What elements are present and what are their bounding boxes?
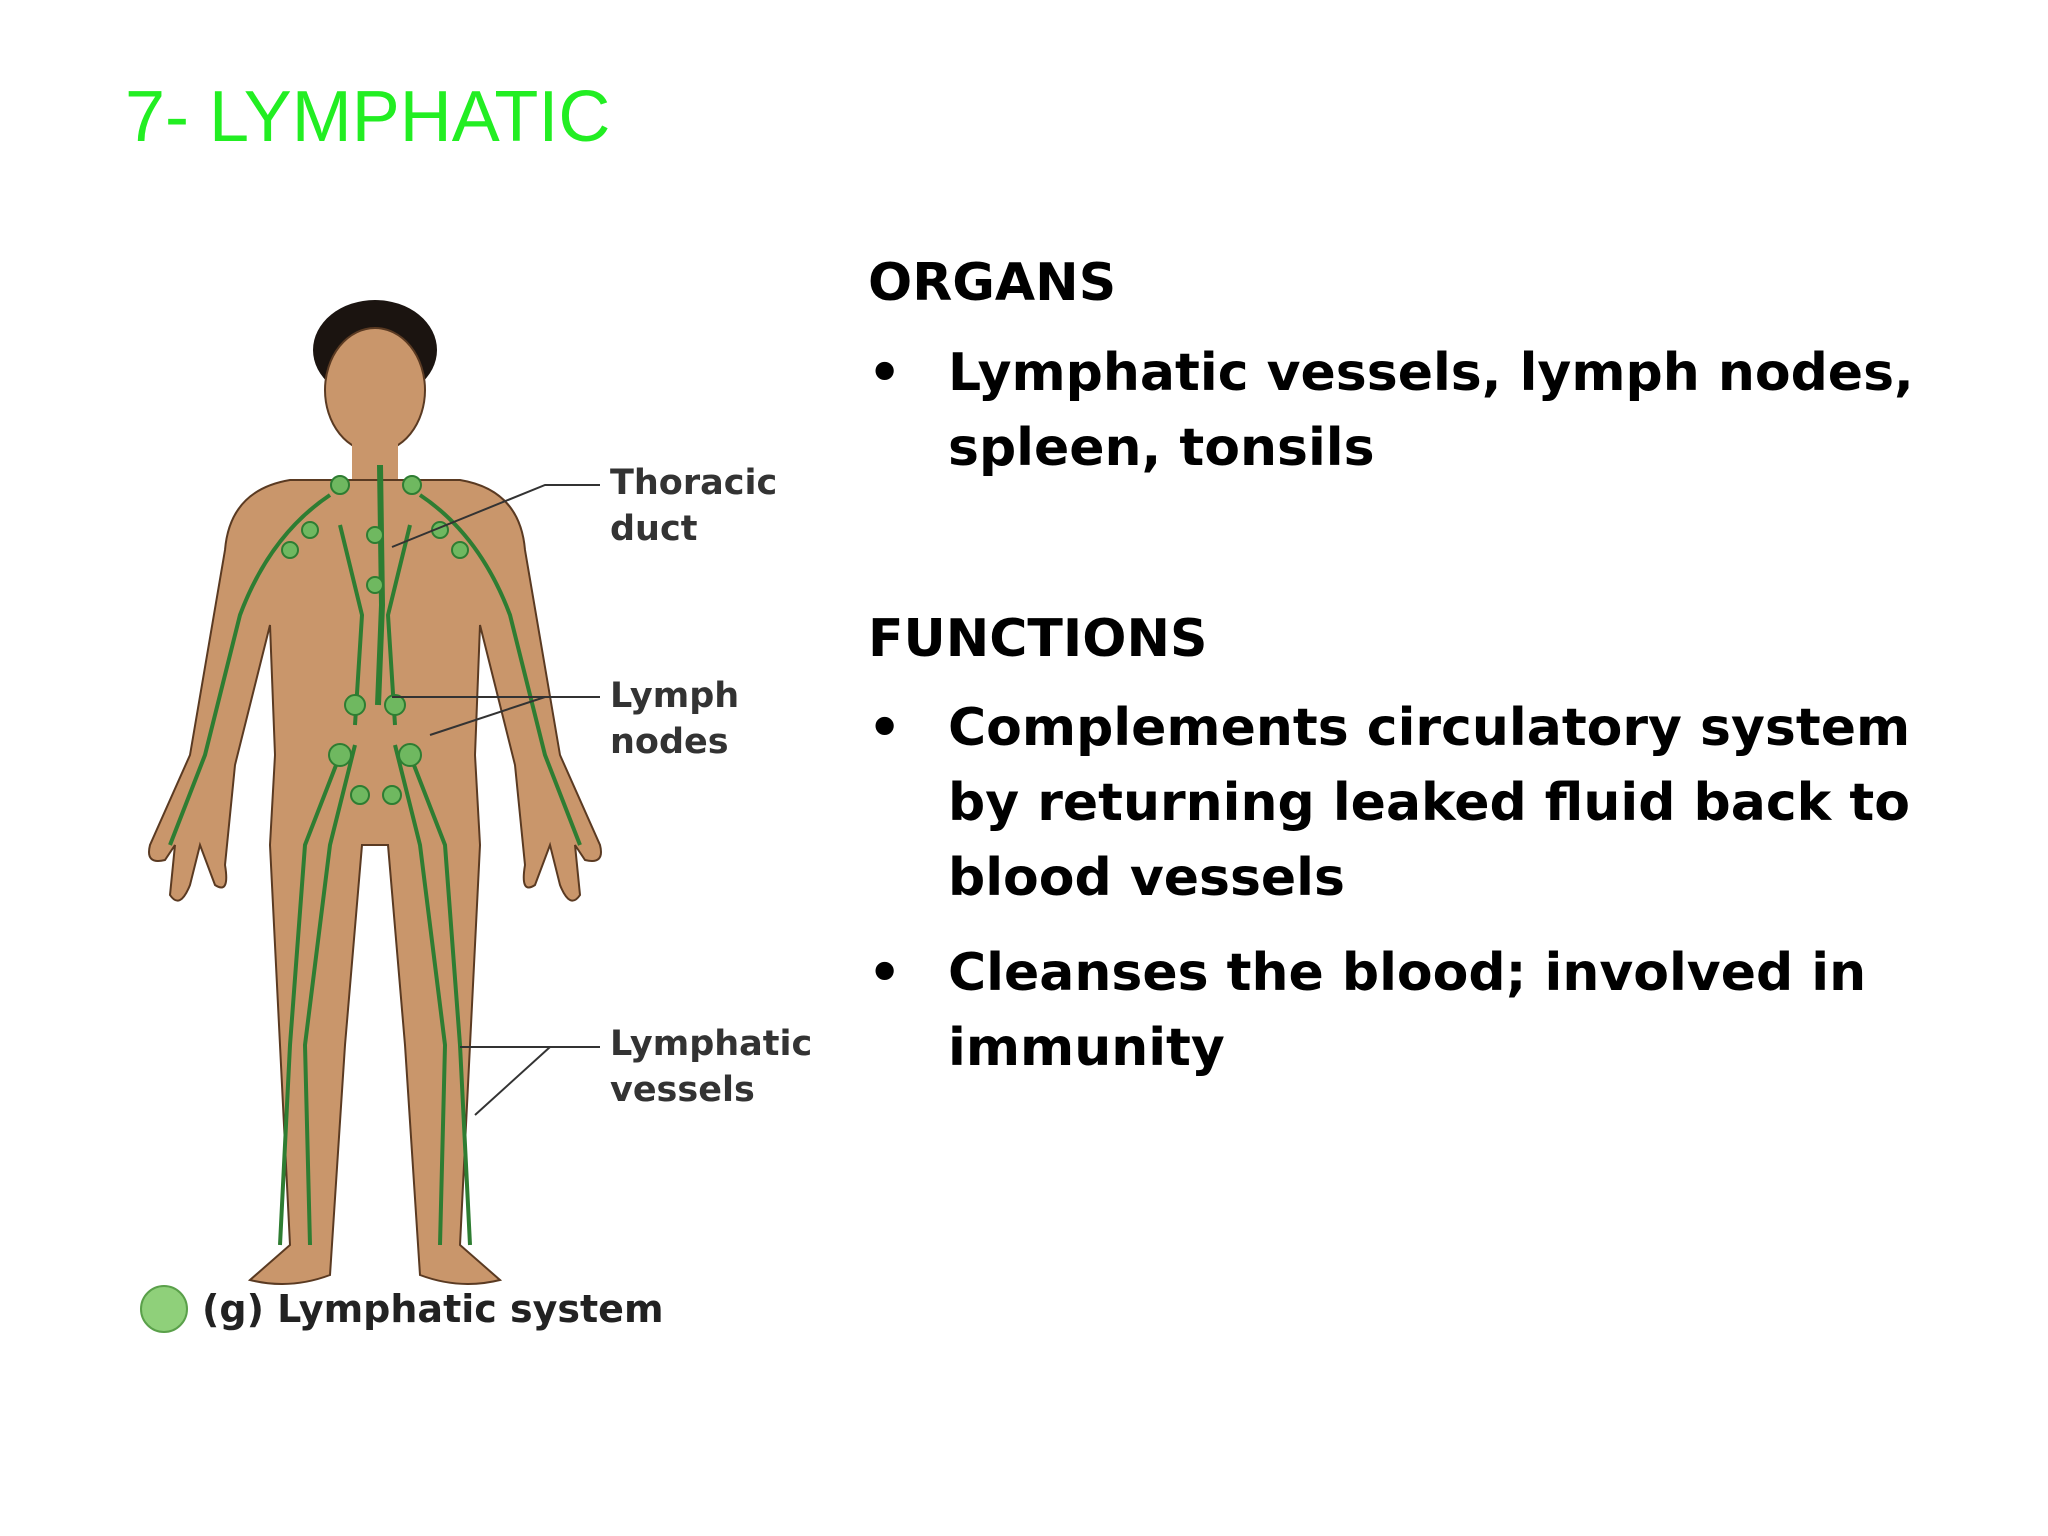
bullet-icon: •	[868, 342, 902, 403]
lymphatic-vessels-label: Lymphatic vessels	[610, 1024, 813, 1111]
list-item: • Lymphatic vessels, lymph nodes, spleen…	[868, 336, 1968, 486]
human-body-illustration	[148, 300, 602, 1285]
functions-item-text: Complements circulatory system by return…	[948, 698, 1911, 909]
organs-item-text: Lymphatic vessels, lymph nodes, spleen, …	[948, 342, 1914, 478]
lymphatic-system-figure: Thoracic duct Lymph nodes Lymphatic vess…	[130, 285, 830, 1375]
content-panel: ORGANS • Lymphatic vessels, lymph nodes,…	[868, 250, 1968, 1106]
thoracic-duct-label: Thoracic duct	[610, 463, 778, 550]
functions-item-text: Cleanses the blood; involved in immunity	[948, 943, 1867, 1079]
list-item: • Cleanses the blood; involved in immuni…	[868, 936, 1968, 1086]
list-item: • Complements circulatory system by retu…	[868, 691, 1968, 916]
head-shape	[324, 327, 426, 453]
legend-dot-icon	[140, 1285, 188, 1333]
label-pointer-lines	[391, 484, 600, 1116]
figure-caption: (g) Lymphatic system	[140, 1285, 664, 1333]
functions-list: • Complements circulatory system by retu…	[868, 691, 1968, 1086]
caption-text: (g) Lymphatic system	[202, 1287, 664, 1331]
body-shape	[148, 479, 602, 1285]
organs-heading: ORGANS	[868, 253, 1117, 313]
lymph-node-dots	[281, 475, 469, 805]
lymph-nodes-label: Lymph nodes	[610, 676, 740, 763]
functions-heading: FUNCTIONS	[868, 608, 1208, 669]
organs-list: • Lymphatic vessels, lymph nodes, spleen…	[868, 336, 1968, 486]
neck-shape	[352, 440, 398, 485]
thoracic-duct-line	[375, 464, 386, 706]
slide-title: 7- LYMPHATIC	[125, 77, 611, 157]
bullet-icon: •	[868, 698, 902, 759]
lymphatic-vessel-lines	[168, 493, 582, 1246]
section-gap	[868, 506, 1968, 606]
bullet-icon: •	[868, 943, 902, 1004]
